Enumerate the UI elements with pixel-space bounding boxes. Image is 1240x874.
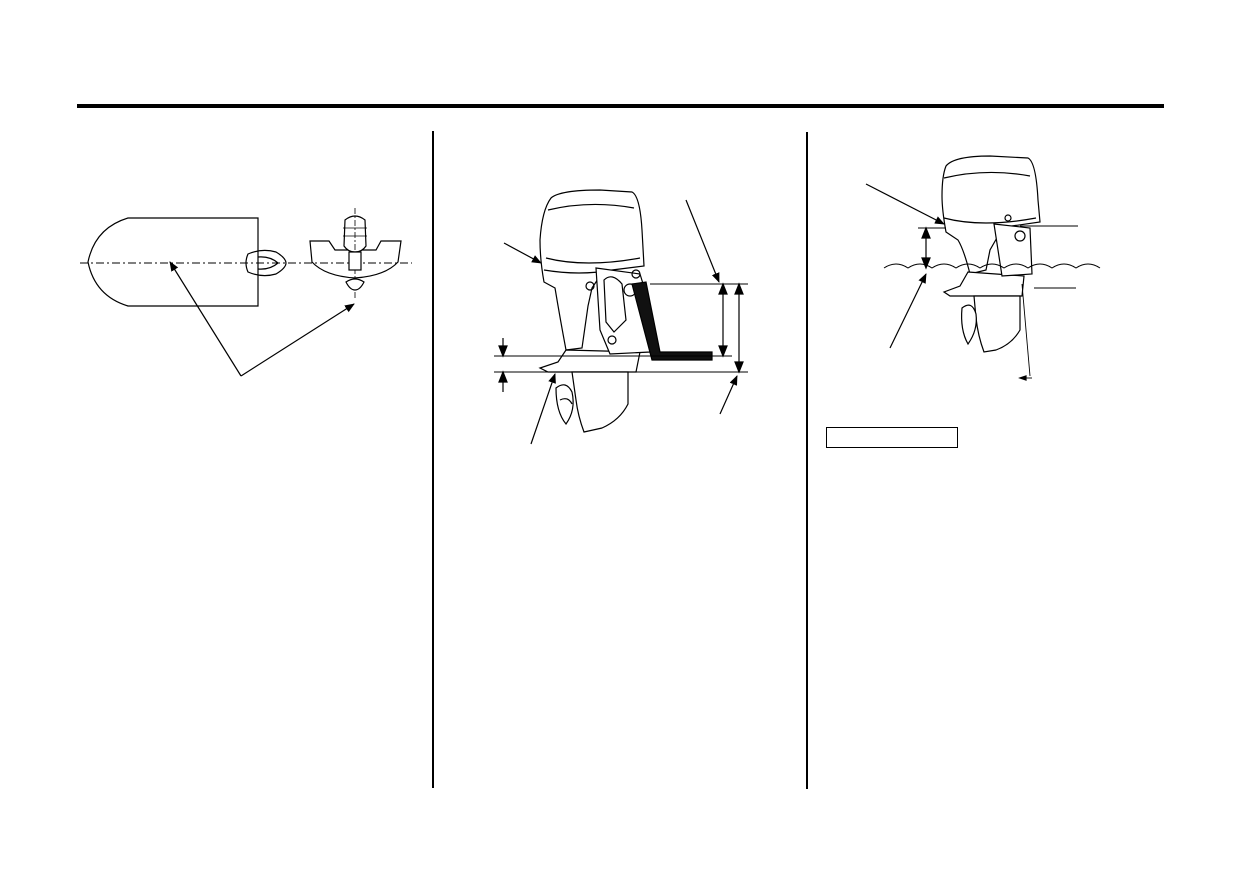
- transom-board: [631, 281, 713, 361]
- pointer-arrow-cover: [503, 242, 542, 264]
- column-divider-left: [432, 131, 434, 788]
- mounting-bracket-2: [993, 223, 1033, 277]
- caption-box: [826, 427, 958, 448]
- pointer-arrow-base: [530, 373, 556, 445]
- propeller-2: [961, 304, 977, 346]
- column-divider-right: [806, 132, 808, 789]
- engine-cover-2: [941, 155, 1041, 275]
- water-surface: [883, 263, 1101, 269]
- pointer-arrow-hull-center: [169, 261, 242, 377]
- water-line-diagram: [865, 155, 1101, 381]
- transom-rear-view: [309, 240, 402, 279]
- transom-height-diagram: [494, 189, 748, 445]
- pointer-arrow-top: [685, 199, 720, 283]
- propeller: [555, 384, 574, 425]
- pointer-arrow-cover-2: [865, 183, 945, 225]
- hull-line: [1021, 283, 1031, 377]
- lower-unit: [571, 371, 629, 433]
- boat-centerline-diagram: [80, 208, 412, 377]
- pointer-arrow-motor-center: [240, 303, 355, 377]
- pointer-arrow-water: [889, 273, 927, 349]
- lower-unit-2: [973, 295, 1021, 353]
- header-rule: [77, 104, 1164, 108]
- outboard-top-view: [245, 249, 287, 277]
- pointer-arrow-bottom: [719, 375, 738, 415]
- midsection-2: [942, 271, 1025, 297]
- boat-hull-top-view: [87, 217, 259, 307]
- engine-cover: [539, 189, 645, 351]
